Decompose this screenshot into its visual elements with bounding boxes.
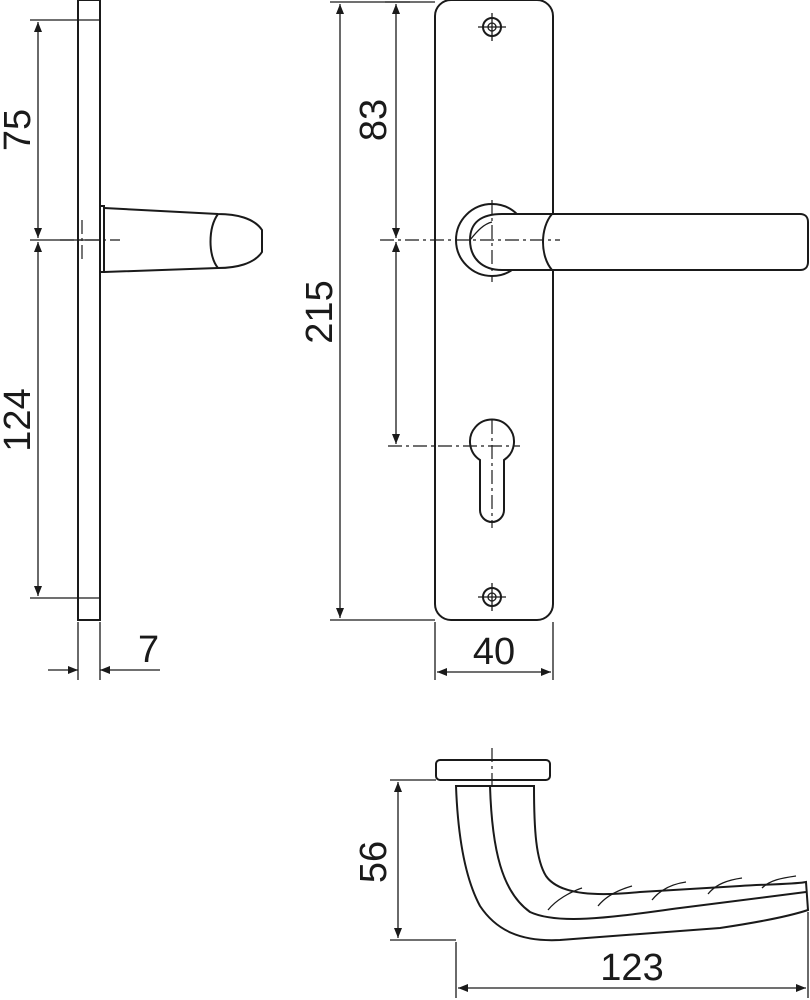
dim-123: 123 xyxy=(455,912,809,998)
side-lever-end xyxy=(209,213,219,269)
plan-view xyxy=(435,748,810,942)
front-lever xyxy=(468,213,809,271)
dim-124: 124 xyxy=(0,242,100,599)
bottom-screw-icon xyxy=(478,583,506,611)
dim-215: 215 xyxy=(299,1,435,621)
dim-123-label: 123 xyxy=(600,947,663,989)
dim-7-label: 7 xyxy=(138,629,159,671)
plan-lever xyxy=(454,785,810,942)
dim-215-label: 215 xyxy=(299,280,341,343)
side-view xyxy=(60,0,263,621)
side-rose xyxy=(100,205,105,273)
dim-124-label: 124 xyxy=(0,388,39,451)
dim-7: 7 xyxy=(48,622,160,680)
front-view xyxy=(380,0,809,621)
dim-83: 83 xyxy=(353,1,410,444)
dim-40-label: 40 xyxy=(473,631,515,673)
dim-40: 40 xyxy=(434,622,554,680)
dim-75-label: 75 xyxy=(0,109,39,151)
front-plate xyxy=(434,0,554,621)
dim-56-label: 56 xyxy=(353,841,395,883)
dim-83-label: 83 xyxy=(353,99,395,141)
keyhole xyxy=(469,418,515,523)
dim-75: 75 xyxy=(0,19,100,241)
plan-rose xyxy=(435,759,551,781)
dim-56: 56 xyxy=(353,779,456,941)
top-screw-icon xyxy=(478,13,506,41)
side-lever xyxy=(103,207,263,273)
side-plate xyxy=(77,0,101,621)
